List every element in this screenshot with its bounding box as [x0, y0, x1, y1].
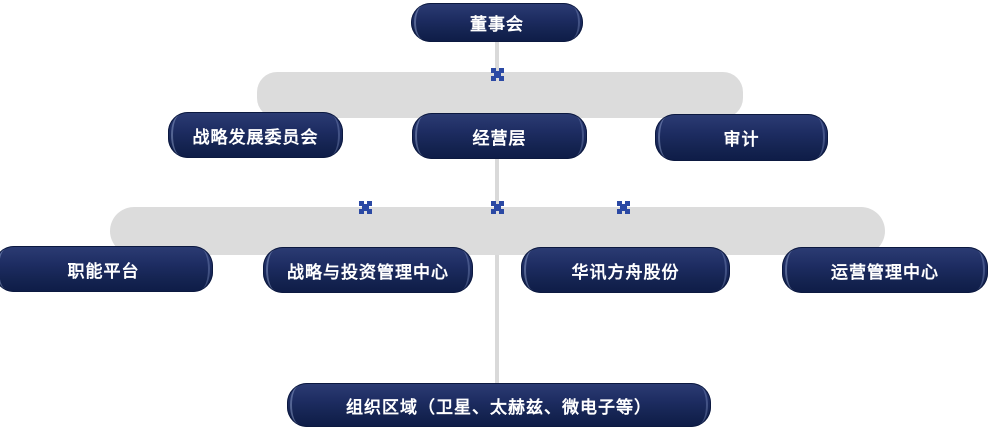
node-label: 经营层 — [472, 128, 527, 149]
connector-line-board — [495, 41, 499, 72]
node-label: 华讯方舟股份 — [571, 262, 680, 283]
node-label: 战略发展委员会 — [192, 127, 319, 148]
node-label: 战略与投资管理中心 — [287, 262, 449, 283]
plus-connector-icon — [491, 68, 504, 81]
node-org-region: 组织区域（卫星、太赫兹、微电子等） — [287, 383, 711, 427]
connector-band-level3 — [110, 207, 885, 255]
node-label: 董事会 — [470, 15, 524, 35]
plus-connector-icon — [617, 201, 630, 214]
node-functional-platform: 职能平台 — [0, 246, 213, 292]
node-management: 经营层 — [412, 113, 587, 159]
node-board: 董事会 — [411, 3, 583, 42]
node-strategy-investment: 战略与投资管理中心 — [263, 247, 473, 293]
node-audit: 审计 — [655, 114, 828, 161]
node-label: 审计 — [723, 130, 760, 150]
node-label: 运营管理中心 — [831, 262, 939, 283]
node-label: 组织区域（卫星、太赫兹、微电子等） — [346, 397, 652, 418]
node-operations: 运营管理中心 — [782, 247, 988, 293]
plus-connector-icon — [491, 201, 504, 214]
plus-connector-icon — [359, 201, 372, 214]
node-huaxun-ark: 华讯方舟股份 — [521, 247, 730, 293]
node-label: 职能平台 — [67, 261, 140, 282]
connector-line-central — [495, 159, 499, 385]
node-strategy-committee: 战略发展委员会 — [168, 112, 343, 158]
